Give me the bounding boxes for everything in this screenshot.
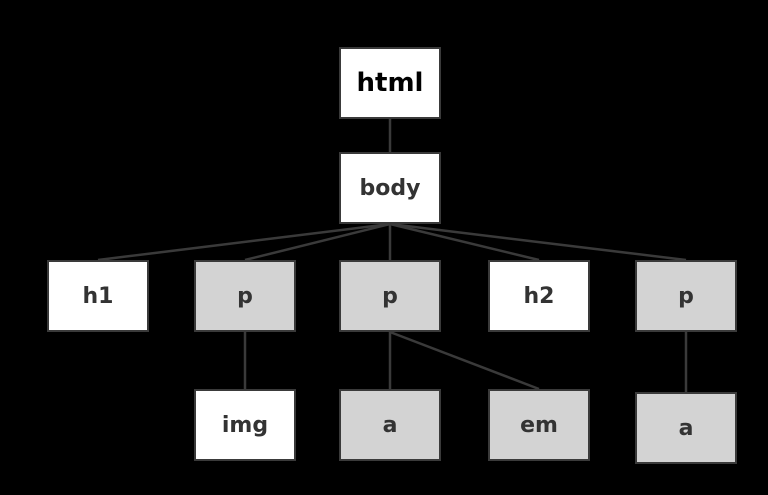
- node-img: img: [194, 389, 296, 461]
- node-h2: h2: [488, 260, 590, 332]
- node-p-3: p: [635, 260, 737, 332]
- node-em: em: [488, 389, 590, 461]
- node-html: html: [339, 47, 441, 119]
- edge-p2-em: [389, 330, 540, 391]
- edge-body-p1: [244, 222, 391, 262]
- edge-body-h2: [389, 222, 540, 262]
- node-h1: h1: [47, 260, 149, 332]
- edge-body-p3: [389, 222, 687, 262]
- node-p-2: p: [339, 260, 441, 332]
- node-p-1: p: [194, 260, 296, 332]
- node-a-1: a: [339, 389, 441, 461]
- edge-body-h1: [97, 222, 391, 262]
- node-a-2: a: [635, 392, 737, 464]
- node-body: body: [339, 152, 441, 224]
